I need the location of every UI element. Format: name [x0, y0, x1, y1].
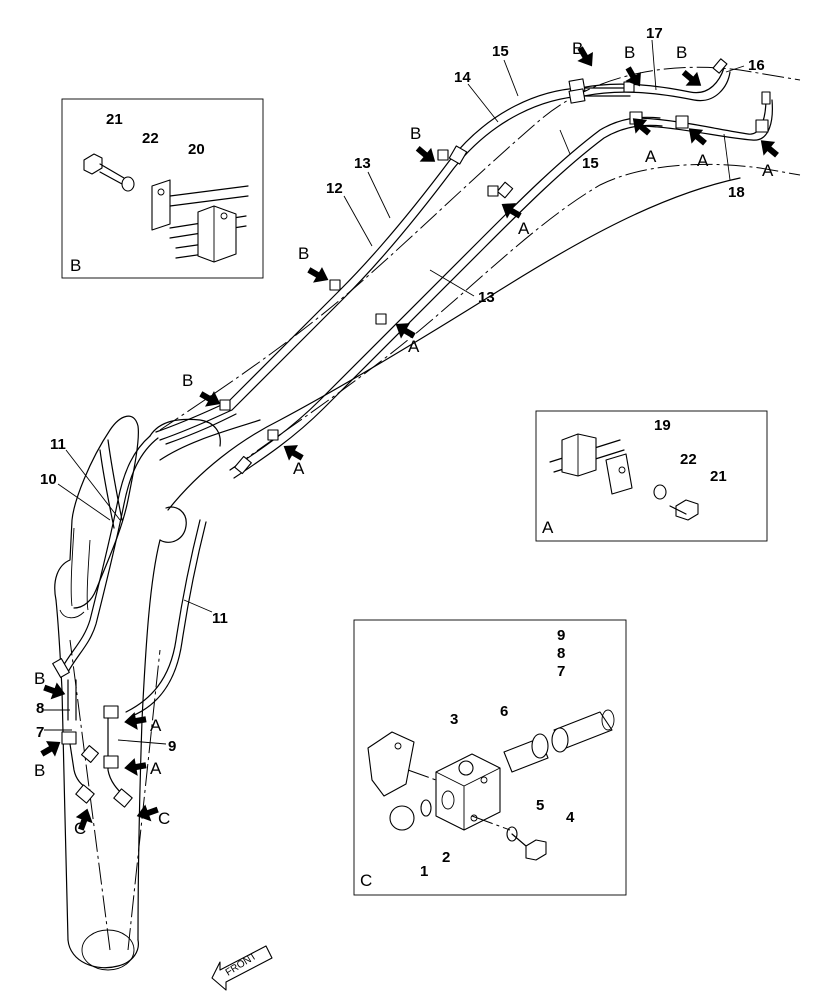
ref-b-4: B	[410, 124, 421, 143]
arm-body	[54, 66, 801, 971]
ref-a-7: A	[150, 716, 162, 735]
detail-box-b	[61, 98, 264, 279]
callout-5: 5	[536, 797, 544, 814]
detail-a-label: A	[542, 518, 554, 537]
ref-a-4: A	[518, 219, 530, 238]
callout-numbers: 17 16 18 15 14 15 13 12 13 11 10 11 8 7 …	[36, 25, 765, 880]
callout-11-upper: 11	[50, 436, 66, 453]
detail-box-c	[353, 619, 627, 896]
callout-12: 12	[326, 180, 343, 197]
clamp-pointers	[40, 46, 779, 831]
ref-a-2: A	[697, 151, 709, 170]
callout-13-lower: 13	[478, 289, 495, 306]
ref-a-5: A	[408, 337, 420, 356]
callout-9-c: 9	[557, 627, 565, 644]
ref-b-7: B	[34, 669, 45, 688]
front-arrow	[211, 945, 273, 991]
callout-10: 10	[40, 471, 57, 488]
leader-lines	[44, 39, 745, 745]
ref-b-6: B	[182, 371, 193, 390]
hose-lines	[52, 58, 773, 808]
ref-a-1: A	[645, 147, 657, 166]
ref-b-8: B	[34, 761, 45, 780]
callout-7-c: 7	[557, 663, 565, 680]
clamp-letters: B B B B B B B B A A A A A A A A C C B A …	[34, 39, 774, 890]
callout-22-a: 22	[680, 451, 697, 468]
ref-c-1: C	[74, 819, 86, 838]
ref-c-2: C	[158, 809, 170, 828]
detail-c-frame	[353, 619, 627, 896]
ref-a-3: A	[762, 161, 774, 180]
callout-2: 2	[442, 849, 450, 866]
callout-16: 16	[748, 57, 765, 74]
ref-a-8: A	[150, 759, 162, 778]
detail-b-label: B	[70, 256, 81, 275]
callout-19: 19	[654, 417, 671, 434]
callout-14: 14	[454, 69, 471, 86]
callout-7-arm: 7	[36, 724, 44, 741]
callout-21-a: 21	[710, 468, 727, 485]
callout-15-upper: 15	[492, 43, 509, 60]
detail-box-a	[535, 410, 768, 542]
callout-6: 6	[500, 703, 508, 720]
detail-b-frame	[61, 98, 264, 279]
ref-b-5: B	[298, 244, 309, 263]
detail-c-label: C	[360, 871, 372, 890]
ref-b-1: B	[572, 39, 583, 58]
callout-8-arm: 8	[36, 700, 44, 717]
callout-21-b: 21	[106, 111, 123, 128]
ref-b-2: B	[624, 43, 635, 62]
callout-4: 4	[566, 809, 575, 826]
callout-22-b: 22	[142, 130, 159, 147]
callout-9-arm: 9	[168, 738, 176, 755]
callout-20: 20	[188, 141, 205, 158]
callout-17: 17	[646, 25, 663, 42]
ref-a-6: A	[293, 459, 305, 478]
callout-11-lower: 11	[212, 610, 228, 627]
callout-8-c: 8	[557, 645, 565, 662]
callout-15-lower: 15	[582, 155, 599, 172]
ref-b-3: B	[676, 43, 687, 62]
callout-18: 18	[728, 184, 745, 201]
callout-3: 3	[450, 711, 458, 728]
callout-13-upper: 13	[354, 155, 371, 172]
detail-a-frame	[535, 410, 768, 542]
callout-1: 1	[420, 863, 428, 880]
